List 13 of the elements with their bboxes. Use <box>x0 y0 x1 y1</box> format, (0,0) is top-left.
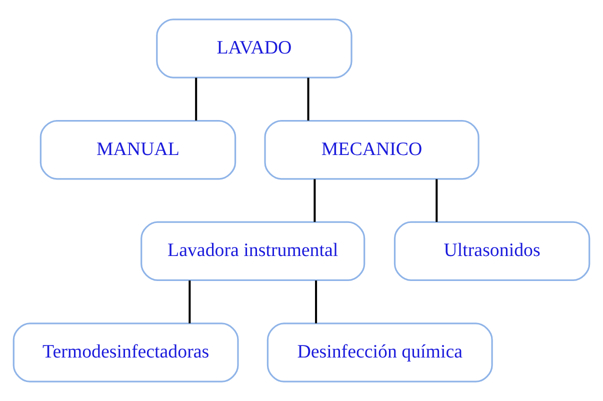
connector <box>314 179 316 222</box>
node-box: Lavadora instrumental <box>140 221 366 282</box>
connector <box>315 280 318 324</box>
node-box: Ultrasonidos <box>394 221 590 282</box>
node-box: MANUAL <box>40 120 236 180</box>
connector <box>307 78 310 121</box>
connector <box>188 280 191 324</box>
node-box: Termodesinfectadoras <box>12 322 239 382</box>
connector <box>436 179 438 222</box>
node-box: MECANICO <box>264 120 480 180</box>
connector <box>195 78 198 121</box>
node-box: LAVADO <box>156 18 352 78</box>
node-box: Desinfección química <box>266 322 493 382</box>
